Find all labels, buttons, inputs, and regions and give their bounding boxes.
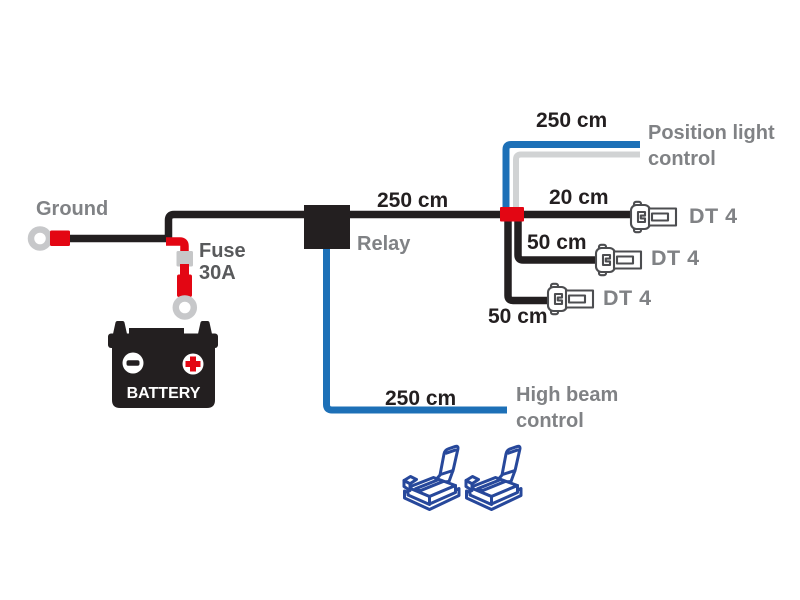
relay-wire-length-label: 250 cm [377,189,449,212]
battery-crimp-sleeve [177,274,192,297]
dt4-label-2: DT 4 [651,246,700,270]
position-light-wire-length-label: 250 cm [536,109,608,132]
ground-ring-terminal-icon [31,230,49,248]
high-beam-label: High beam control [516,382,618,434]
fuse-label-line1: Fuse [199,240,246,262]
high-beam-label-line2: control [516,410,584,432]
ground-crimp-sleeve [50,230,70,246]
dt4-connector-icon-2 [594,243,643,277]
ground-to-relay-wire [164,210,306,242]
quick-splice-connector-icon-1 [402,444,461,511]
dt4-label-1: DT 4 [689,204,738,228]
connector1-wire-length-label: 20 cm [549,186,609,209]
fuse-label-line2: 30A [199,261,236,284]
high-beam-label-line1: High beam [516,384,619,406]
relay-box [304,205,350,249]
dt4-connector-icon-1 [629,200,678,234]
position-light-blue-wire [502,141,640,210]
quick-splice-connector-icon-2 [464,444,523,511]
battery-red-wire [166,237,189,253]
high-beam-blue-wire [323,248,507,414]
fuse-lower-red-wire [180,264,189,276]
fuse-icon [176,251,193,267]
relay-label: Relay [357,233,411,255]
position-light-label-line1: Position light [648,122,775,144]
battery-ring-terminal-icon [176,299,194,317]
high-beam-wire-length-label: 250 cm [385,387,457,410]
ground-label: Ground [36,198,109,220]
connector3-wire-length-label: 50 cm [488,305,548,328]
battery-label: BATTERY [127,385,201,402]
position-light-label-line2: control [648,148,716,170]
dt4-label-3: DT 4 [603,286,652,310]
position-light-label: Position light control [648,120,775,172]
junction-to-connector2-wire [514,216,599,264]
junction-to-connector3-wire [504,216,551,305]
junction-block [500,207,524,222]
dt4-connector-icon-3 [546,282,595,316]
battery-icon: BATTERY [108,321,218,408]
fuse-label: Fuse 30A [199,240,246,284]
connector2-wire-length-label: 50 cm [527,231,587,254]
position-light-gray-wire [513,151,640,210]
